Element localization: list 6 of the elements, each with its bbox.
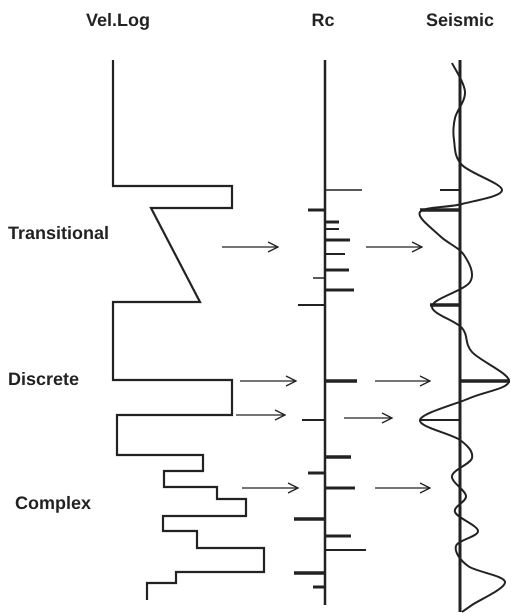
column-heading: Vel.Log <box>86 9 150 31</box>
row-label: Complex <box>15 492 92 514</box>
column-heading: Seismic <box>426 9 494 31</box>
row-label: Transitional <box>8 222 110 244</box>
column-heading: Rc <box>312 9 335 31</box>
row-label: Discrete <box>8 368 80 390</box>
